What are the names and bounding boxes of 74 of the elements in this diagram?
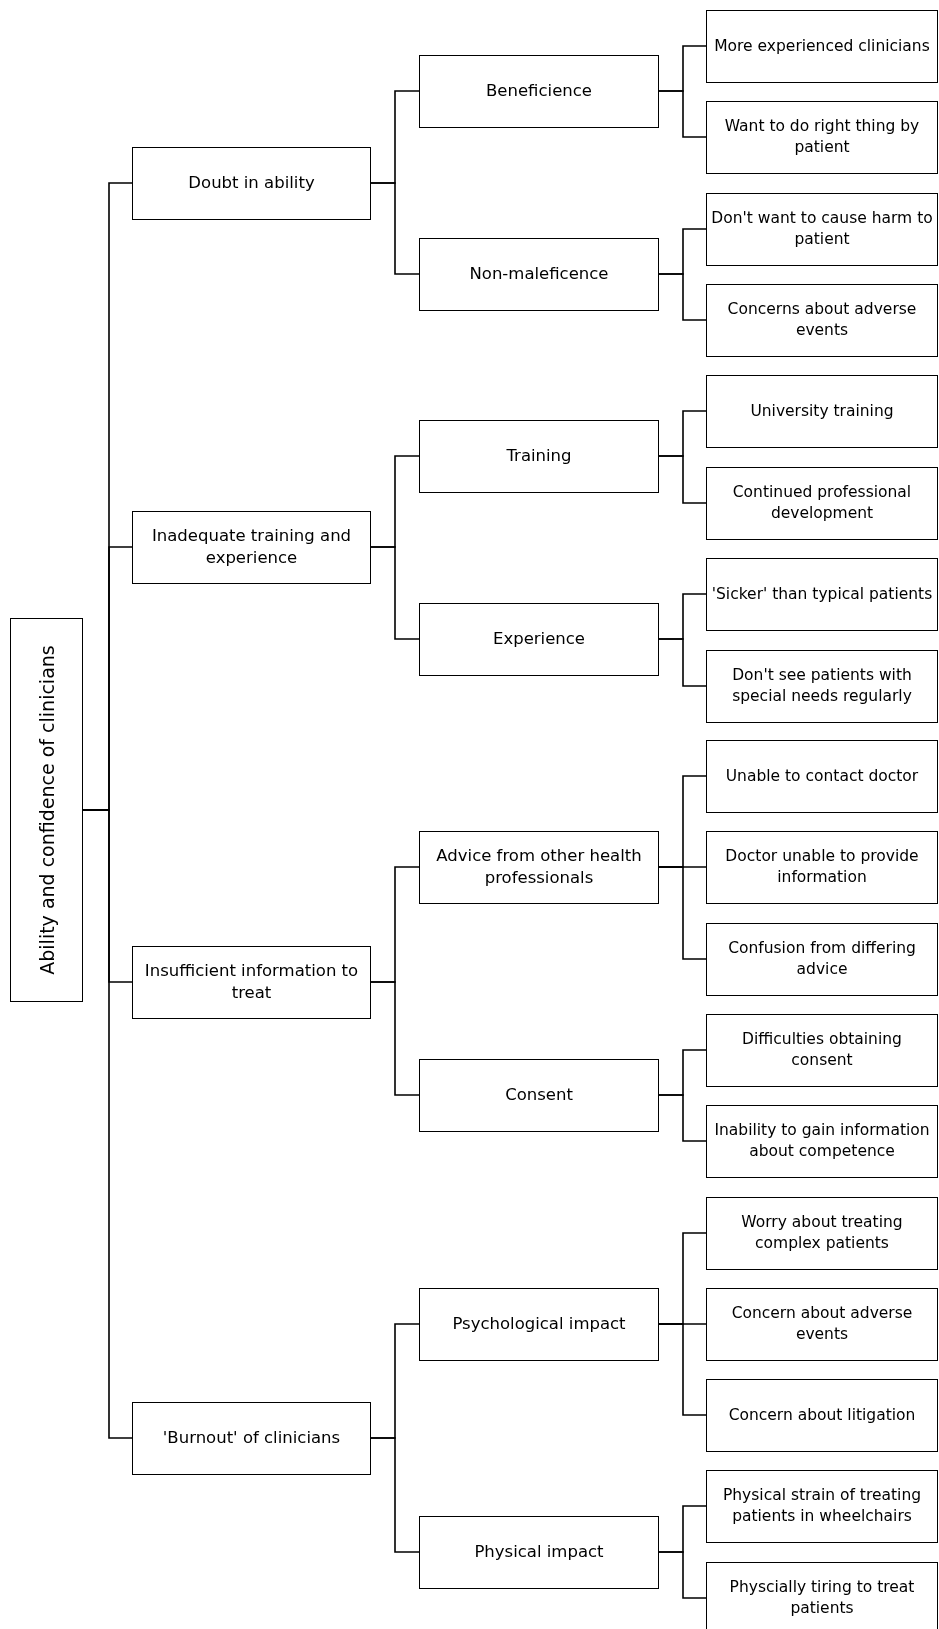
category-box — [706, 283, 938, 357]
box-label: Inability to gain information about competence — [713, 1120, 931, 1162]
box-label: Concern about litigation — [728, 1404, 916, 1426]
connector-line — [658, 866, 707, 960]
box-label: Consent — [505, 1083, 573, 1106]
box-label: Continued professional development — [731, 482, 913, 524]
connector-line — [658, 1094, 707, 1142]
box-label: Doctor unable to provide information — [724, 846, 920, 888]
box-label: Insufficient information to treat — [143, 959, 360, 1004]
box-label: Want to do right thing by patient — [723, 116, 921, 158]
category-box — [706, 739, 938, 813]
box-label: Don't see patients with special needs regularly — [731, 665, 913, 707]
box-label: Confusion from differing advice — [727, 938, 917, 980]
box-label: Unable to contact doctor — [725, 765, 919, 787]
category-box — [419, 237, 659, 311]
box-label: Advice from other health professionals — [435, 844, 643, 889]
category-box — [419, 602, 659, 676]
category-box — [132, 945, 371, 1019]
box-label: 'Sicker' than typical patients — [711, 583, 933, 605]
category-box — [706, 830, 938, 904]
box-label: Concerns about adverse events — [726, 299, 918, 341]
category-box — [419, 54, 659, 128]
box-label: Non-maleficence — [469, 262, 609, 285]
box-label: More experienced clinicians — [714, 35, 930, 57]
category-box — [706, 1013, 938, 1087]
category-box — [132, 1401, 371, 1475]
category-box — [419, 1058, 659, 1132]
root-box — [10, 618, 83, 1002]
category-box — [706, 1378, 938, 1452]
box-label: Beneficience — [486, 79, 592, 102]
category-box — [706, 1196, 938, 1270]
category-box — [706, 922, 938, 996]
box-label: Inadequate training and experience — [150, 524, 353, 569]
connector-line — [658, 1551, 707, 1599]
connector-line — [658, 455, 707, 504]
category-box — [706, 1104, 938, 1178]
box-label: Physical strain of treating patients in wheelchairs — [721, 1485, 923, 1527]
connector-line — [658, 273, 707, 321]
category-box — [706, 649, 938, 723]
category-box — [132, 510, 371, 584]
box-label: Experience — [493, 627, 585, 650]
box-label: Training — [506, 444, 572, 467]
box-label: Doubt in ability — [188, 171, 315, 194]
connector-line — [370, 1437, 420, 1553]
box-label: Worry about treating complex patients — [740, 1212, 904, 1254]
category-box — [419, 1287, 659, 1361]
box-label: Physcially tiring to treat patients — [728, 1577, 916, 1619]
category-box — [706, 466, 938, 540]
root-label: Ability and confidence of clinicians — [34, 644, 59, 977]
box-label: Don't want to cause harm to patient — [711, 208, 933, 250]
category-box — [706, 374, 938, 448]
category-box — [419, 830, 659, 904]
box-label: University training — [750, 400, 894, 422]
category-box — [706, 1561, 938, 1629]
category-box — [706, 100, 938, 174]
connector-line — [658, 90, 707, 138]
connector-line — [370, 981, 420, 1096]
category-box — [706, 1287, 938, 1361]
box-label: Concern about adverse events — [730, 1303, 914, 1345]
connector-line — [658, 638, 707, 687]
category-box — [419, 419, 659, 493]
category-box — [132, 146, 371, 220]
connector-line — [658, 1323, 707, 1416]
connector-line — [370, 182, 420, 275]
category-box — [706, 192, 938, 266]
connector-line — [370, 546, 420, 640]
category-box — [419, 1515, 659, 1589]
box-label: Difficulties obtaining consent — [741, 1029, 903, 1071]
category-box — [706, 9, 938, 83]
box-label: 'Burnout' of clinicians — [162, 1426, 341, 1449]
category-box — [706, 1469, 938, 1543]
box-label: Psychological impact — [452, 1312, 626, 1335]
category-box — [706, 557, 938, 631]
box-label: Physical impact — [474, 1540, 604, 1563]
